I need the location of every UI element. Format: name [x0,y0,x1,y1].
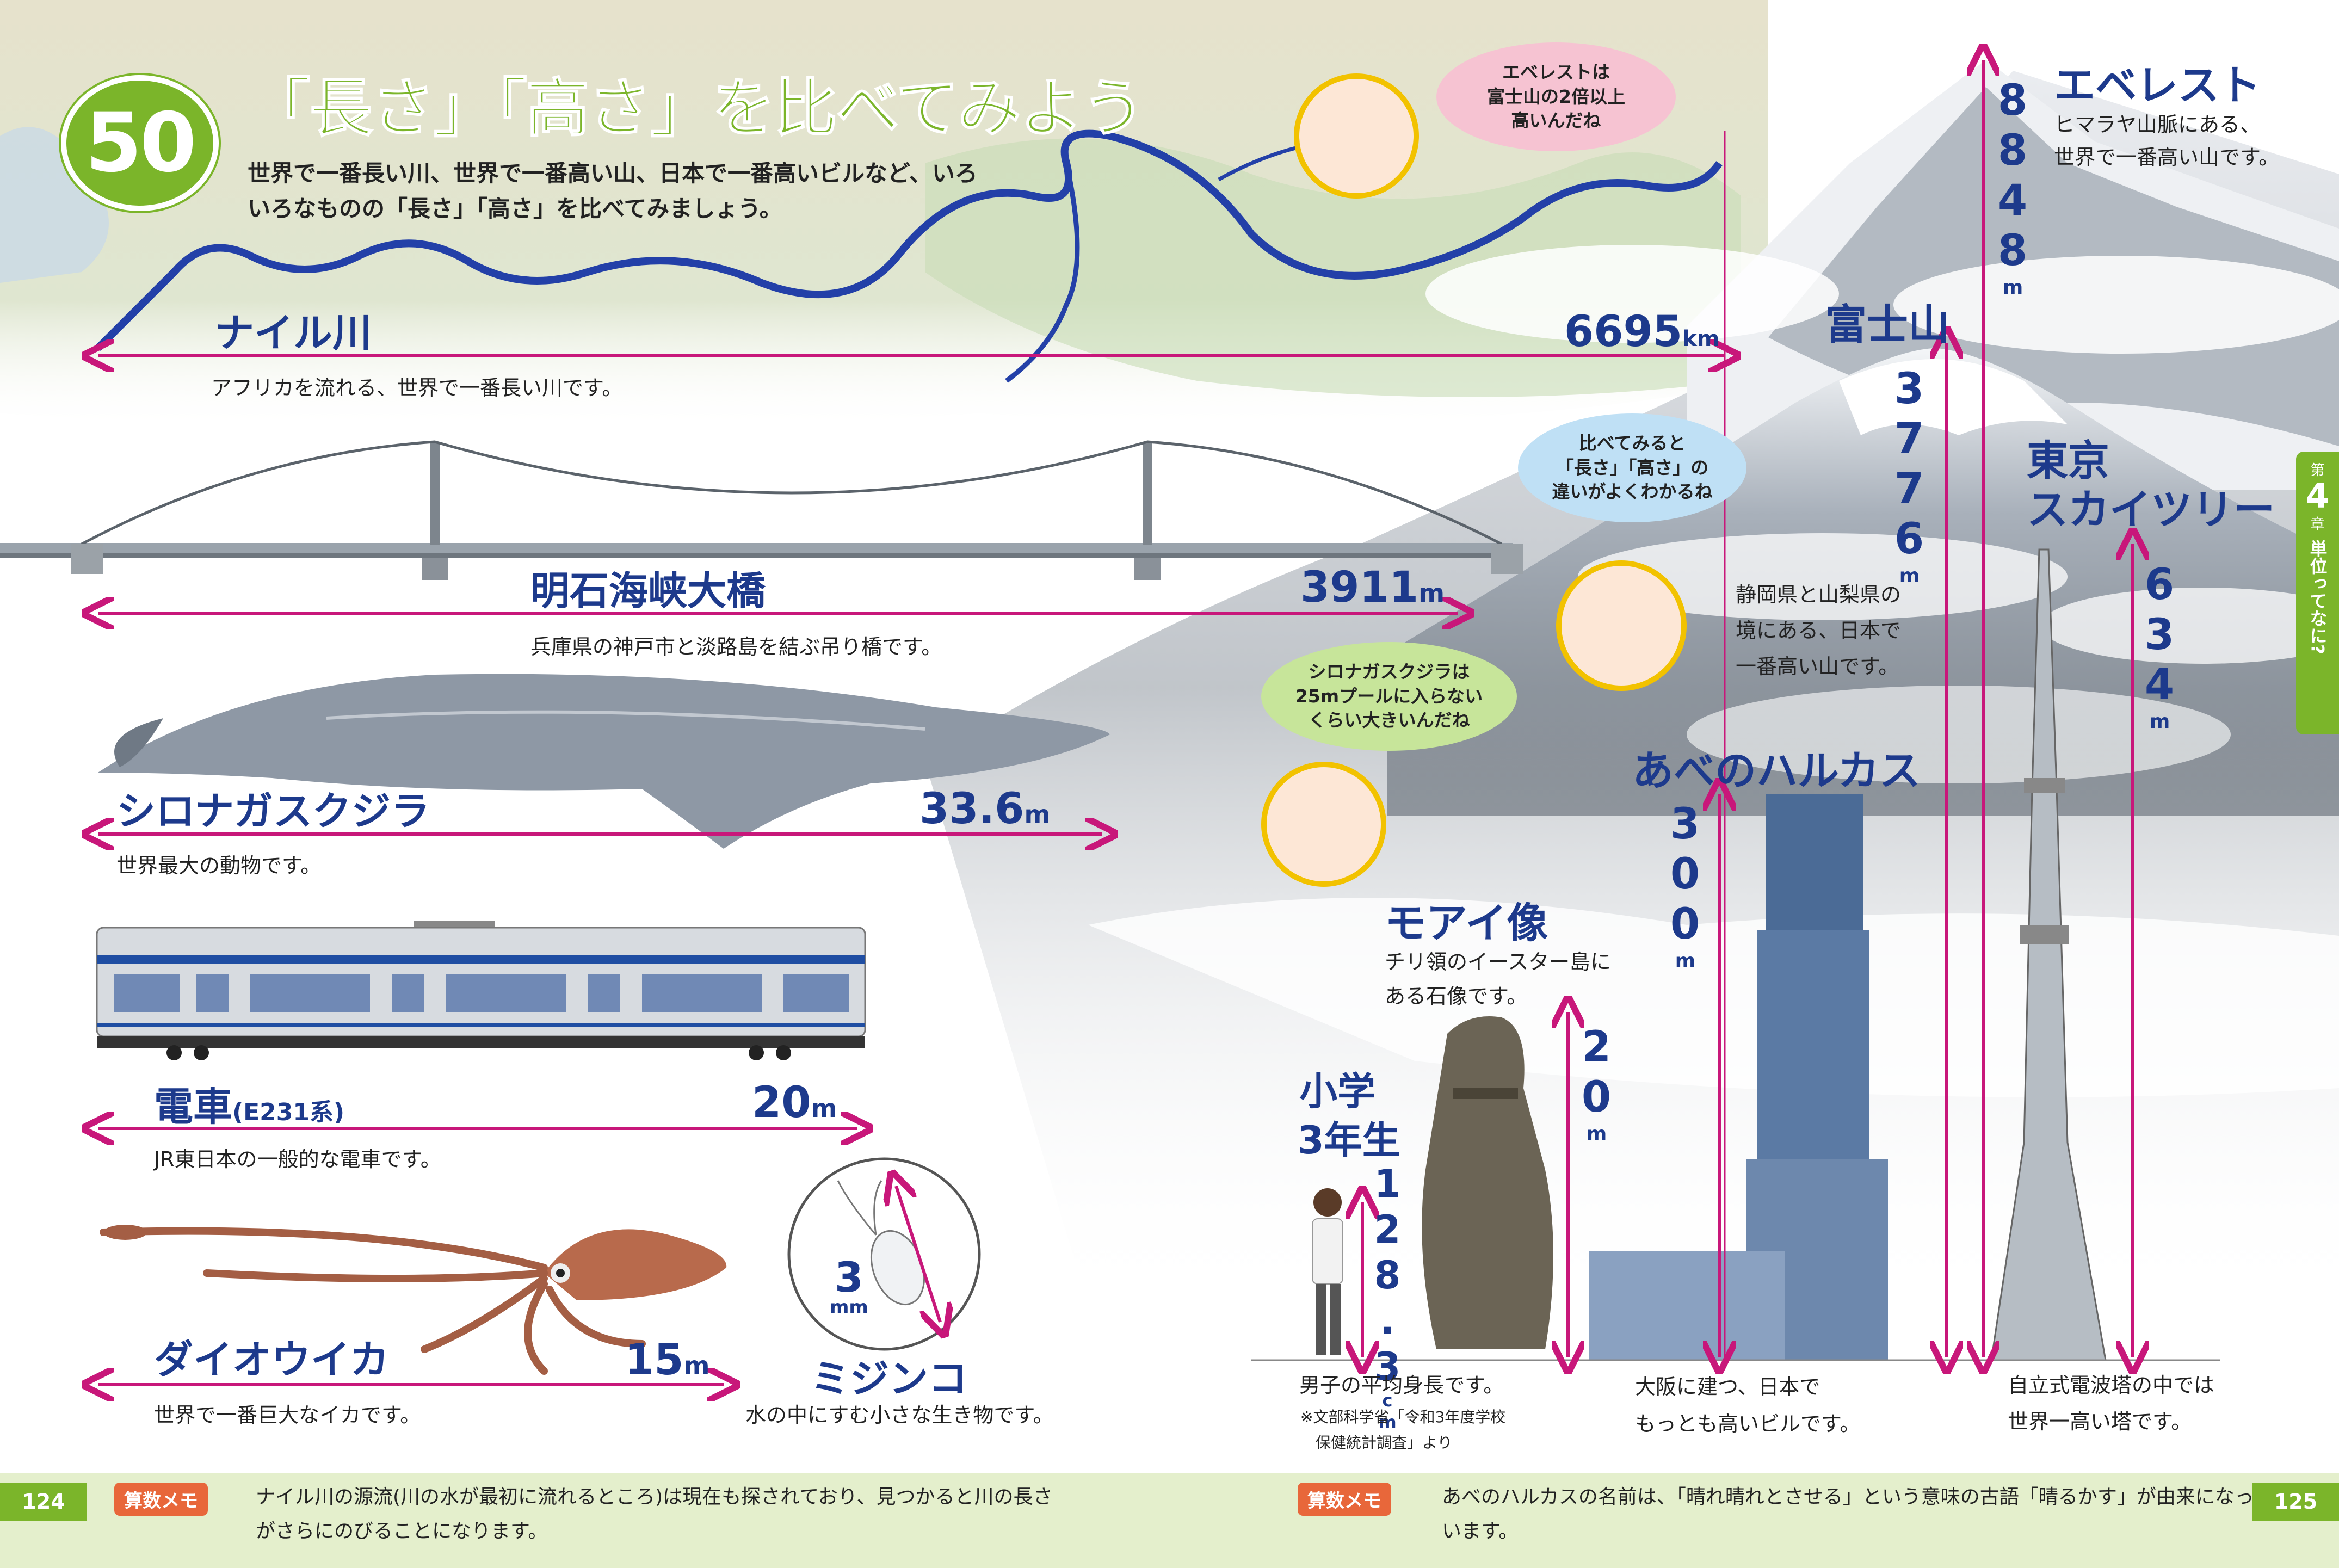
harukas-drawing [1589,794,1888,1360]
moai-value: 20m [1572,1023,1621,1146]
chapter-title: 単位ってなに? [2307,540,2328,655]
whale-value: 33.6m [919,785,1051,834]
fuji-desc2: 境にある、日本で [1736,619,1902,643]
bridge-name: 明石海峡大橋 [530,568,766,614]
train-name: 電車(E231系) [154,1084,345,1129]
skytree-name1: 東京 [2027,436,2109,485]
boy-avatar [1261,762,1386,887]
skytree-desc1: 自立式電波塔の中では [2008,1373,2215,1397]
everest-value: 8848m [1988,76,2037,300]
harukas-value: 300m [1661,800,1709,973]
right-memo-line1: あべのハルカスの名前は、「晴れ晴れとさせる」という意味の古語「晴るかす」が由来に… [1442,1486,2273,1508]
moai-desc2: ある石像です。 [1385,984,1528,1008]
squid-name: ダイオウイカ [154,1337,390,1382]
skytree-value: 634m [2135,560,2184,734]
student-value: 128.3cm [1365,1162,1410,1434]
girl-avatar [1294,73,1419,199]
everest-name: エベレスト [2054,61,2261,109]
student-name1: 小学 [1299,1069,1375,1114]
fuji-desc3: 一番高い山です。 [1736,655,1899,678]
teacher-avatar [1556,560,1687,691]
whale-name: シロナガスクジラ [116,788,430,834]
whale-desc: 世界最大の動物です。 [116,854,322,878]
nile-value: 6695km [1564,307,1720,356]
daphnia-arrow [896,1186,940,1322]
left-memo-line2: がさらにのびることになります。 [256,1520,548,1542]
right-memo-line2: います。 [1442,1520,1519,1542]
lesson-number: 50 [85,96,197,190]
bridge-value: 3911m [1300,563,1445,612]
lesson-number-badge: 50 [61,75,219,211]
nile-name: ナイル川 [215,310,372,356]
skytree-name2: スカイツリー [2027,485,2275,534]
fuji-name: 富士山 [1825,300,1949,349]
fuji-value: 3776m [1885,365,1934,588]
lesson-title: 「長さ」「高さ」を比べてみよう [247,71,1145,146]
squid-value: 15m [625,1336,710,1385]
girl-speech-bubble: エベレストは 富士山の2倍以上 高いんだね [1436,42,1676,151]
bridge-drawing [0,440,1523,580]
lesson-intro-line1: 世界で一番長い川、世界で一番高い山、日本で一番高いビルなど、いろ [248,160,978,187]
right-memo-tag: 算数メモ [1298,1483,1391,1516]
daphnia-name: ミジンコ [811,1356,968,1402]
student-drawing [1312,1188,1343,1355]
harukas-desc2: もっとも高いビルです。 [1635,1412,1861,1436]
train-value: 20m [752,1078,837,1127]
student-note1: ※文部科学省「令和3年度学校 [1300,1408,1506,1426]
student-note2: 保健統計調査」より [1316,1434,1453,1452]
harukas-desc1: 大阪に建つ、日本で [1635,1375,1820,1399]
train-desc: JR東日本の一般的な電車です。 [154,1147,441,1171]
whale-drawing [98,674,1110,849]
chapter-dai: 第 [2310,462,2325,479]
lesson-intro-line2: いろなものの「長さ」「高さ」を比べてみましょう。 [248,195,782,222]
left-memo-line1: ナイル川の源流(川の水が最初に流れるところ)は現在も探されており、見つかると川の… [256,1486,1053,1508]
left-memo-tag: 算数メモ [114,1483,208,1516]
squid-drawing [100,1225,727,1375]
everest-desc2: 世界で一番高い山です。 [2054,145,2280,169]
train-drawing [96,921,866,1060]
nile-desc: アフリカを流れる、世界で一番長い川です。 [211,376,623,400]
right-page-number: 125 [2252,1483,2339,1521]
boy-speech-bubble: シロナガスクジラは 25mプールに入らない くらい大きいんだね [1261,642,1517,751]
skytree-desc2: 世界一高い塔です。 [2008,1410,2192,1434]
everest-desc1: ヒマラヤ山脈にある、 [2054,113,2261,137]
student-name2: 3年生 [1298,1118,1400,1163]
moai-desc1: チリ領のイースター島に [1385,950,1612,974]
teacher-speech-bubble: 比べてみると 「長さ」「高さ」の 違いがよくわかるね [1518,413,1746,522]
moai-drawing [1422,1016,1553,1349]
chapter-sho: 章 [2310,516,2325,533]
bridge-desc: 兵庫県の神戸市と淡路島を結ぶ吊り橋です。 [530,635,942,659]
student-desc: 男子の平均身長です。 [1299,1373,1504,1397]
chapter-number: 4 [2305,476,2330,516]
moai-name: モアイ像 [1385,899,1548,947]
footer-bar [0,1473,2339,1568]
fuji-desc1: 静岡県と山梨県の [1736,583,1902,607]
squid-desc: 世界で一番巨大なイカです。 [154,1403,421,1427]
chapter-tab: 第 4 章 単位ってなに? [2296,452,2339,734]
left-page-number: 124 [0,1483,87,1521]
harukas-name: あべのハルカス [1632,746,1921,795]
daphnia-desc: 水の中にすむ小さな生き物です。 [745,1403,1054,1427]
